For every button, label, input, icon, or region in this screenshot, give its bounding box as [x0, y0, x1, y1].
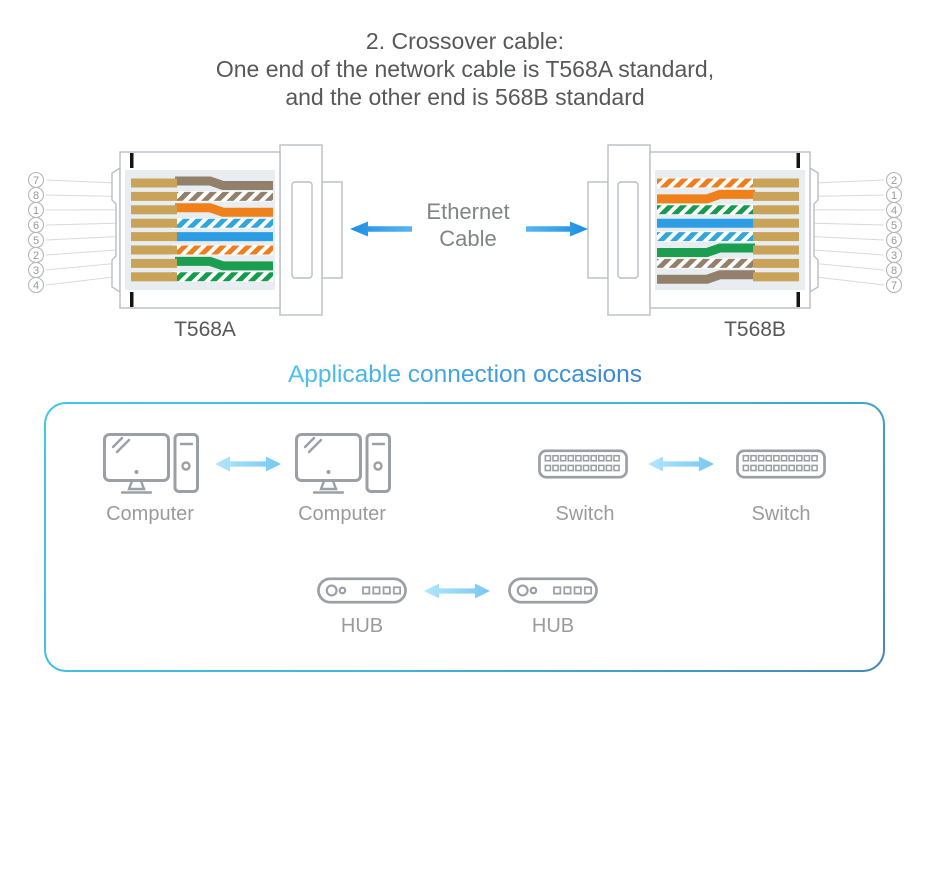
t568a-label: T568A	[174, 318, 236, 341]
svg-text:2: 2	[891, 175, 897, 187]
svg-text:8: 8	[33, 190, 39, 202]
svg-text:3: 3	[891, 250, 897, 262]
svg-text:6: 6	[33, 220, 39, 232]
hub-icon	[508, 577, 598, 604]
ethernet-cable-line-1: Ethernet	[426, 199, 510, 224]
svg-text:8: 8	[891, 265, 897, 277]
svg-text:1: 1	[891, 190, 897, 202]
arrow-left-icon	[350, 220, 412, 238]
svg-text:1: 1	[33, 205, 39, 217]
svg-text:7: 7	[33, 175, 39, 187]
title-line-2: One end of the network cable is T568A st…	[215, 56, 715, 82]
connection-occasions-box: Computer Computer Switch Switch HUB HUB	[44, 402, 885, 672]
computer-icon	[103, 433, 199, 495]
rj45-connector-t568a-diagram: 7 8 1 6 5 2 3 4	[27, 144, 343, 316]
svg-text:3: 3	[33, 265, 39, 277]
svg-text:7: 7	[891, 280, 897, 292]
hub-icon	[317, 577, 407, 604]
computer-label: Computer	[106, 503, 194, 525]
arrow-right-icon	[526, 220, 588, 238]
computer-label: Computer	[298, 503, 386, 525]
title-line-3: and the other end is 568B standard	[285, 84, 645, 110]
switch-icon	[736, 449, 826, 479]
rj45-connector-t568b-diagram: 2 1 4 5 6 3 8 7	[587, 144, 903, 316]
svg-text:5: 5	[33, 235, 39, 247]
svg-text:4: 4	[33, 280, 39, 292]
svg-text:4: 4	[891, 205, 897, 217]
switch-label: Switch	[751, 503, 811, 525]
ethernet-cable-label: Ethernet Cable	[385, 198, 551, 252]
title-line-1: 2. Crossover cable:	[365, 28, 565, 54]
computer-icon	[295, 433, 391, 495]
t568b-label: T568B	[724, 318, 786, 341]
switch-icon	[538, 449, 628, 479]
double-arrow-icon	[424, 580, 490, 602]
double-arrow-icon	[648, 453, 714, 475]
svg-text:2: 2	[33, 250, 39, 262]
page-title: 2. Crossover cable: One end of the netwo…	[0, 27, 930, 111]
hub-label: HUB	[531, 615, 575, 637]
ethernet-cable-line-2: Cable	[439, 226, 497, 251]
section-heading: Applicable connection occasions	[288, 361, 642, 388]
svg-text:6: 6	[891, 235, 897, 247]
switch-label: Switch	[555, 503, 615, 525]
double-arrow-icon	[215, 453, 281, 475]
section-heading-svg: Applicable connection occasions	[288, 361, 642, 388]
svg-text:5: 5	[891, 220, 897, 232]
hub-label: HUB	[340, 615, 384, 637]
